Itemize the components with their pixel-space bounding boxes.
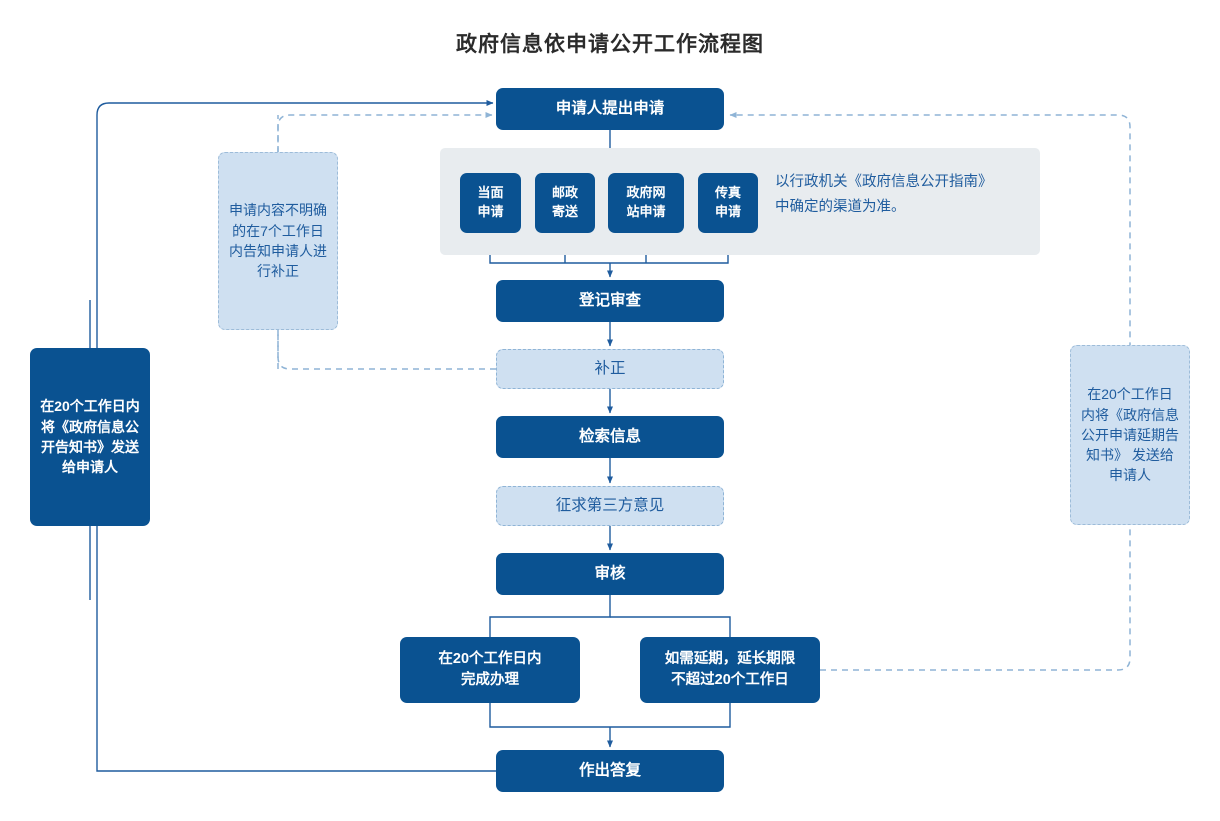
node-correction[interactable]: 补正 <box>496 349 724 389</box>
node-third-party-opinion[interactable]: 征求第三方意见 <box>496 486 724 526</box>
node-information-retrieval[interactable]: 检索信息 <box>496 416 724 458</box>
channel-note-text: 以行政机关《政府信息公开指南》 中确定的渠道为准。 <box>775 174 993 216</box>
node-audit[interactable]: 审核 <box>496 553 724 595</box>
node-make-reply[interactable]: 作出答复 <box>496 750 724 792</box>
note-disclosure-notice: 在20个工作日内将《政府信息公开告知书》发送给申请人 <box>30 348 150 526</box>
node-extension[interactable]: 如需延期，延长期限 不超过20个工作日 <box>640 637 820 703</box>
note-extension-notice: 在20个工作日内将《政府信息公开申请延期告知书》 发送给申请人 <box>1070 345 1190 525</box>
note-amendment: 申请内容不明确的在7个工作日内告知申请人进行补正 <box>218 152 338 330</box>
page-title: 政府信息依申请公开工作流程图 <box>456 33 764 56</box>
node-complete-within-20-days[interactable]: 在20个工作日内 完成办理 <box>400 637 580 703</box>
node-channel-postal-mail[interactable]: 邮政 寄送 <box>535 173 595 233</box>
node-channel-government-website[interactable]: 政府网 站申请 <box>608 173 684 233</box>
node-registration-review[interactable]: 登记审查 <box>496 280 724 322</box>
node-channel-in-person[interactable]: 当面 申请 <box>460 173 521 233</box>
node-channel-fax[interactable]: 传真 申请 <box>698 173 758 233</box>
node-apply[interactable]: 申请人提出申请 <box>496 88 724 130</box>
